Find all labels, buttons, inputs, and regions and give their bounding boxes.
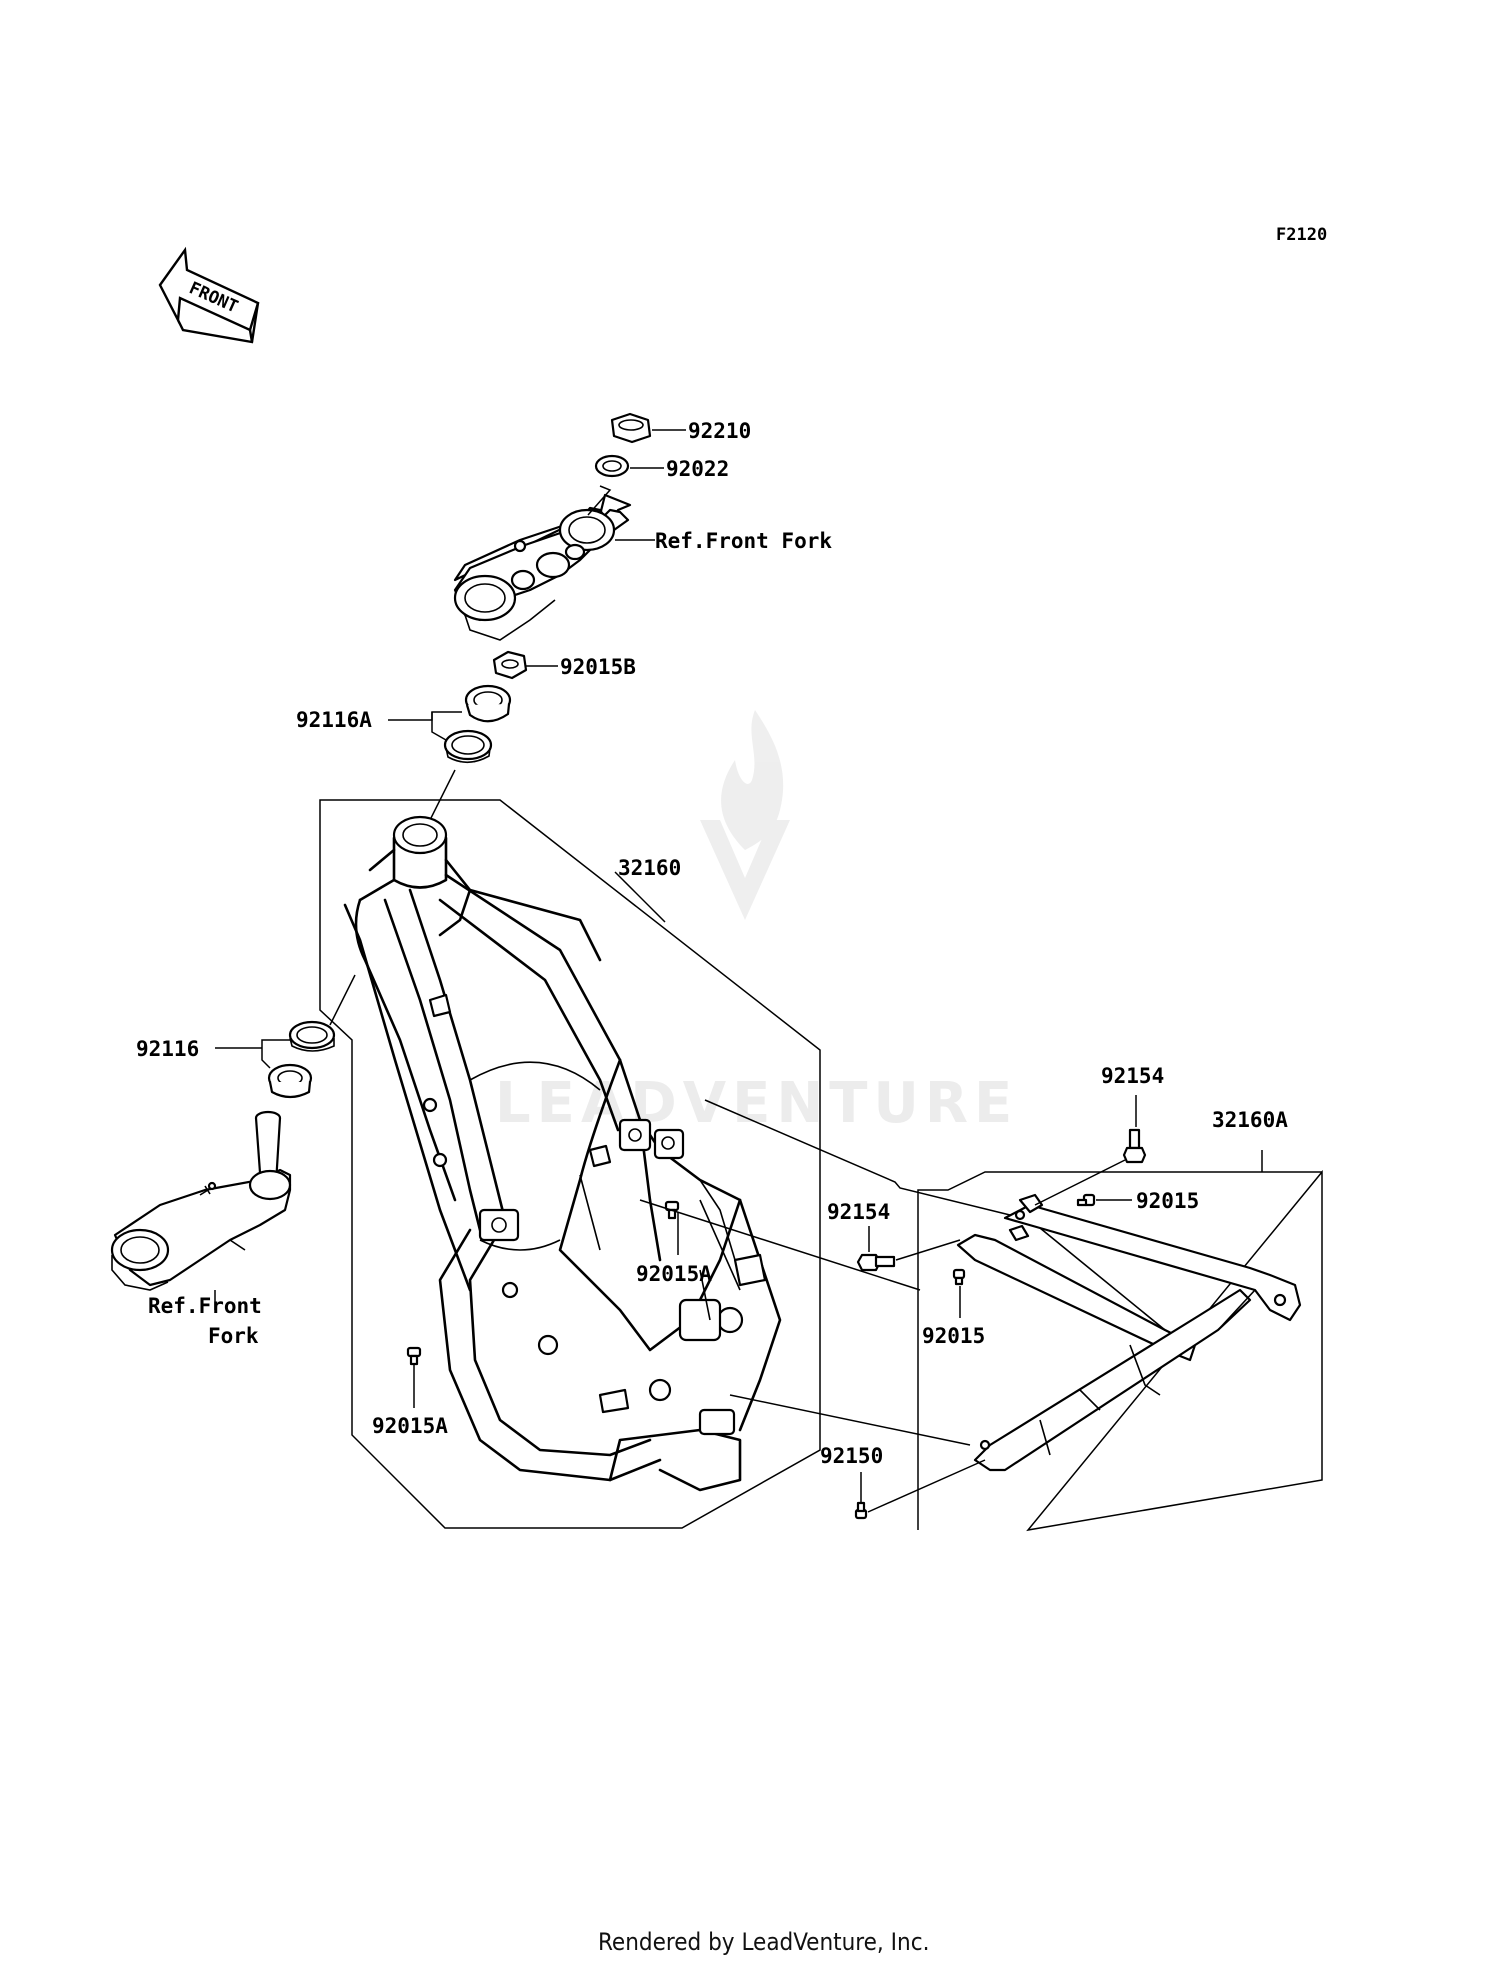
bolt-92154-mid-icon xyxy=(856,1253,896,1272)
front-arrow-icon: FRONT xyxy=(158,246,260,344)
label-92022: 92022 xyxy=(666,457,729,481)
label-ref-front-fork-lower-1: Ref.Front xyxy=(148,1294,262,1318)
label-92154-mid: 92154 xyxy=(827,1200,890,1224)
upper-triple-clamp-icon xyxy=(453,493,632,641)
main-frame-icon xyxy=(343,815,782,1492)
bolt-92154-top-icon xyxy=(1122,1128,1147,1164)
nut-92015b-icon xyxy=(492,650,528,680)
bearing-92116-icon xyxy=(267,1020,336,1099)
label-92116: 92116 xyxy=(136,1037,199,1061)
label-ref-front-fork-upper: Ref.Front Fork xyxy=(655,529,832,553)
main-frame-group-outline xyxy=(319,799,821,1529)
bolt-92150-icon xyxy=(854,1501,868,1520)
bolt-92015-top-icon xyxy=(1076,1193,1096,1207)
label-92210: 92210 xyxy=(688,419,751,443)
label-92154-top: 92154 xyxy=(1101,1064,1164,1088)
label-92015a-left: 92015A xyxy=(372,1414,448,1438)
label-92015-top: 92015 xyxy=(1136,1189,1199,1213)
bearing-92116a-icon xyxy=(443,684,512,764)
label-ref-front-fork-lower-2: Fork xyxy=(208,1324,259,1348)
watermark-text: LEADVENTURE xyxy=(495,1071,1018,1136)
lower-triple-clamp-icon xyxy=(110,1110,292,1291)
subframe-group-outline xyxy=(917,1169,1323,1532)
bolt-92015-mid-icon xyxy=(952,1268,966,1286)
label-92015-mid: 92015 xyxy=(922,1324,985,1348)
nut-92210-icon xyxy=(610,412,652,444)
bolt-92015a-left-icon xyxy=(406,1346,422,1366)
watermark-logo-icon xyxy=(700,710,790,920)
diagram-code: F2120 xyxy=(1276,225,1327,245)
label-92150: 92150 xyxy=(820,1444,883,1468)
label-32160: 32160 xyxy=(618,856,681,880)
washer-92022-icon xyxy=(594,454,630,478)
label-92015a-center: 92015A xyxy=(636,1262,712,1286)
label-92116a: 92116A xyxy=(296,708,372,732)
label-92015b: 92015B xyxy=(560,655,636,679)
subframe-icon xyxy=(956,1193,1302,1472)
footer-credit: Rendered by LeadVenture, Inc. xyxy=(598,1928,929,1956)
label-32160a: 32160A xyxy=(1212,1108,1288,1132)
